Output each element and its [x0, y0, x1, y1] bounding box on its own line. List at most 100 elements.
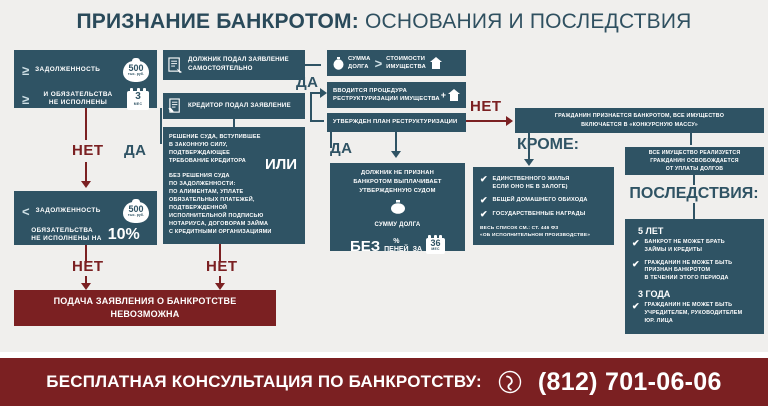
label-no-3: НЕТ: [206, 258, 238, 275]
connector-yes-3h: [310, 120, 324, 122]
criteria-box-debt-500: ≥ ЗАДОЛЖЕННОСТЬ 500 тыс. руб. ≥ И ОБЯЗАТ…: [14, 50, 157, 110]
connector-consequences: [690, 133, 692, 145]
box-restructuring: ВВОДИТСЯ ПРОЦЕДУРА РЕСТРУКТУРИЗАЦИИ ИМУЩ…: [327, 82, 466, 108]
plus-icon: +: [440, 90, 446, 100]
calendar-icon-36: 36 МЕС: [426, 234, 446, 254]
arrow-down-notbankrupt: [391, 151, 401, 158]
term-unit: МЕС: [431, 246, 440, 251]
sum-vs-value-right: СТОИМОСТИ ИМУЩЕСТВА: [386, 55, 426, 70]
bez-label: БЕЗ: [349, 237, 381, 255]
box-court-decision: РЕШЕНИЕ СУДА, ВСТУПИВШЕЕ В ЗАКОННУЮ СИЛУ…: [163, 127, 305, 244]
check-icon: ✔: [480, 195, 488, 206]
operator-gte-icon-2: ≥: [22, 91, 30, 107]
box-debtor-applied: ДОЛЖНИК ПОДАЛ ЗАЯВЛЕНИЕ САМОСТОЯТЕЛЬНО: [163, 50, 305, 80]
house-icon: [430, 57, 442, 69]
box-except-list: ✔ ЕДИНСТВЕННОГО ЖИЛЬЯ ЕСЛИ ОНО НЕ В ЗАЛО…: [473, 167, 614, 245]
criteria-percent: 10%: [107, 226, 140, 244]
label-no-1: НЕТ: [72, 142, 104, 159]
sum-of-debt-label: СУММУ ДОЛГА: [374, 221, 421, 228]
page-title: ПРИЗНАНИЕ БАНКРОТОМ: ОСНОВАНИЯ И ПОСЛЕДС…: [0, 10, 768, 34]
connector-yes-4: [330, 132, 332, 148]
calendar-icon: 3 МЕС: [127, 88, 149, 110]
court-decision-text: РЕШЕНИЕ СУДА, ВСТУПИВШЕЕ В ЗАКОННУЮ СИЛУ…: [169, 134, 261, 164]
box-plan-approved: УТВЕРЖДЕН ПЛАН РЕСТРУКТУРИЗАЦИИ: [327, 113, 466, 132]
connector-debtor-right: [305, 64, 321, 66]
calendar-months-unit: МЕС: [133, 102, 143, 106]
except-heading: КРОМЕ:: [517, 136, 579, 153]
consequences-g1-item-1: ГРАЖДАНИН НЕ МОЖЕТ БЫТЬ ПРИЗНАН БАНКРОТО…: [644, 259, 733, 282]
box-consequences-list: 5 ЛЕТ ✔ БАНКРОТ НЕ МОЖЕТ БРАТЬ ЗАЙМЫ И К…: [625, 219, 764, 334]
footer-text: БЕСПЛАТНАЯ КОНСУЛЬТАЦИЯ ПО БАНКРОТСТВУ:: [46, 372, 482, 391]
consequences-heading: ПОСЛЕДСТВИЯ:: [629, 185, 759, 202]
list-item: ✔ БАНКРОТ НЕ МОЖЕТ БРАТЬ ЗАЙМЫ И КРЕДИТЫ: [632, 239, 757, 255]
box-creditor-applied: КРЕДИТОР ПОДАЛ ЗАЯВЛЕНИЕ: [163, 93, 305, 119]
operator-gt-icon: >: [374, 55, 383, 71]
arrow-no-2: [81, 283, 91, 290]
money-bag-unit: тыс. руб.: [127, 72, 145, 76]
money-bag-amount: 500: [128, 63, 144, 73]
check-icon: ✔: [632, 238, 640, 248]
connector-except-2: [528, 148, 530, 160]
arrow-no-4: [506, 116, 513, 126]
money-bag-unit-2: тыс. руб.: [127, 213, 145, 217]
consequences-group1-title: 5 ЛЕТ: [638, 226, 664, 236]
document-hand-icon: [168, 97, 180, 113]
money-bag-amount-2: 500: [128, 204, 144, 214]
plan-approved-label: УТВЕРЖДЕН ПЛАН РЕСТРУКТУРИЗАЦИИ: [333, 119, 458, 126]
operator-lt-icon: <: [22, 203, 30, 219]
connector-no-3: [219, 244, 221, 262]
label-yes-1: ДА: [124, 142, 147, 159]
operator-gte-icon: ≥: [22, 62, 30, 78]
consequences-group2-title: 3 ГОДА: [638, 289, 671, 300]
money-bag-icon-2: 500 тыс. руб.: [123, 199, 149, 223]
list-item: ✔ ВЕЩЕЙ ДОМАШНЕГО ОБИХОДА: [480, 196, 607, 205]
except-item-2: ГОСУДАРСТВЕННЫЕ НАГРАДЫ: [492, 211, 586, 218]
check-icon: ✔: [632, 258, 640, 269]
property-sold-label: ВСЕ ИМУЩЕСТВО РЕАЛИЗУЕТСЯ ГРАЖДАНИН ОСВО…: [648, 149, 741, 173]
phone-icon: [498, 370, 522, 394]
not-bankrupt-head: ДОЛЖНИК НЕ ПРИЗНАН БАНКРОТОМ ВЫПЛАЧИВАЕТ…: [353, 170, 442, 194]
check-icon: ✔: [480, 174, 488, 184]
criteria-label-debt: ЗАДОЛЖЕННОСТЬ: [35, 65, 101, 73]
connector-down-notbankrupt: [395, 132, 397, 152]
label-yes-2: ДА: [296, 74, 319, 91]
connector-except: [528, 133, 530, 145]
consequences-g2-item-0: ГРАЖДАНИН НЕ МОЖЕТ БЫТЬ УЧРЕДИТЕЛЕМ, РУК…: [644, 302, 743, 324]
label-no-2: НЕТ: [72, 258, 104, 275]
page-title-rest: ОСНОВАНИЯ И ПОСЛЕДСТВИЯ: [358, 10, 692, 33]
consequences-g1-item-0: БАНКРОТ НЕ МОЖЕТ БРАТЬ ЗАЙМЫ И КРЕДИТЫ: [644, 239, 725, 253]
box-not-bankrupt: ДОЛЖНИК НЕ ПРИЗНАН БАНКРОТОМ ВЫПЛАЧИВАЕТ…: [330, 163, 465, 255]
sum-vs-value-left: СУММА ДОЛГА: [348, 55, 371, 70]
connector-creditor-court: [233, 119, 235, 127]
list-item: ✔ ГРАЖДАНИН НЕ МОЖЕТ БЫТЬ УЧРЕДИТЕЛЕМ, Р…: [632, 302, 757, 325]
label-yes-3: ДА: [330, 140, 353, 157]
footer-divider: [0, 352, 768, 358]
except-item-0: ЕДИНСТВЕННОГО ЖИЛЬЯ ЕСЛИ ОНО НЕ В ЗАЛОГЕ…: [492, 176, 570, 191]
arrow-no-3: [215, 283, 225, 290]
percent-symbol: %: [393, 238, 400, 246]
connector-no-2: [85, 245, 87, 263]
label-no-4: НЕТ: [470, 98, 502, 115]
restructuring-label: ВВОДИТСЯ ПРОЦЕДУРА РЕСТРУКТУРИЗАЦИИ ИМУЩ…: [333, 87, 440, 102]
connector-no-2b: [85, 276, 87, 284]
box-property-sold: ВСЕ ИМУЩЕСТВО РЕАЛИЗУЕТСЯ ГРАЖДАНИН ОСВО…: [625, 147, 764, 175]
footer-banner: БЕСПЛАТНАЯ КОНСУЛЬТАЦИЯ ПО БАНКРОТСТВУ: …: [0, 358, 768, 406]
list-item: ✔ ГРАЖДАНИН НЕ МОЖЕТ БЫТЬ ПРИЗНАН БАНКРО…: [632, 258, 757, 283]
peney-label: ПЕНЕЙ: [384, 245, 409, 253]
list-item: ✔ ЕДИНСТВЕННОГО ЖИЛЬЯ ЕСЛИ ОНО НЕ В ЗАЛО…: [480, 175, 607, 191]
criteria-label-debt-2: ЗАДОЛЖЕННОСТЬ: [35, 206, 101, 214]
money-bag-small-icon: [333, 56, 344, 70]
footer-phone[interactable]: (812) 701-06-06: [537, 367, 722, 396]
criteria-box-debt-under-500: < ЗАДОЛЖЕННОСТЬ 500 тыс. руб. ОБЯЗАТЕЛЬС…: [14, 191, 157, 245]
no-court-decision-text: БЕЗ РЕШЕНИЯ СУДА ПО ЗАДОЛЖЕННОСТИ: ПО АЛ…: [169, 172, 272, 235]
box-application-impossible: ПОДАЧА ЗАЯВЛЕНИЯ О БАНКРОТСТВЕ НЕВОЗМОЖН…: [14, 290, 276, 326]
criteria-label-obligations-2: ОБЯЗАТЕЛЬСТВА НЕ ИСПОЛНЕНЫ НА: [31, 227, 102, 243]
document-person-icon: [168, 56, 183, 73]
connector-no-1: [85, 108, 87, 140]
page-title-bold: ПРИЗНАНИЕ БАНКРОТОМ:: [76, 10, 359, 33]
calendar-months: 3: [135, 91, 141, 102]
bankrupt-declared-label: ГРАЖДАНИН ПРИЗНАЕТСЯ БАНКРОТОМ, ВСЕ ИМУЩ…: [554, 113, 725, 128]
connector-consequences-3: [693, 203, 695, 221]
connector-no-1b: [85, 162, 87, 182]
